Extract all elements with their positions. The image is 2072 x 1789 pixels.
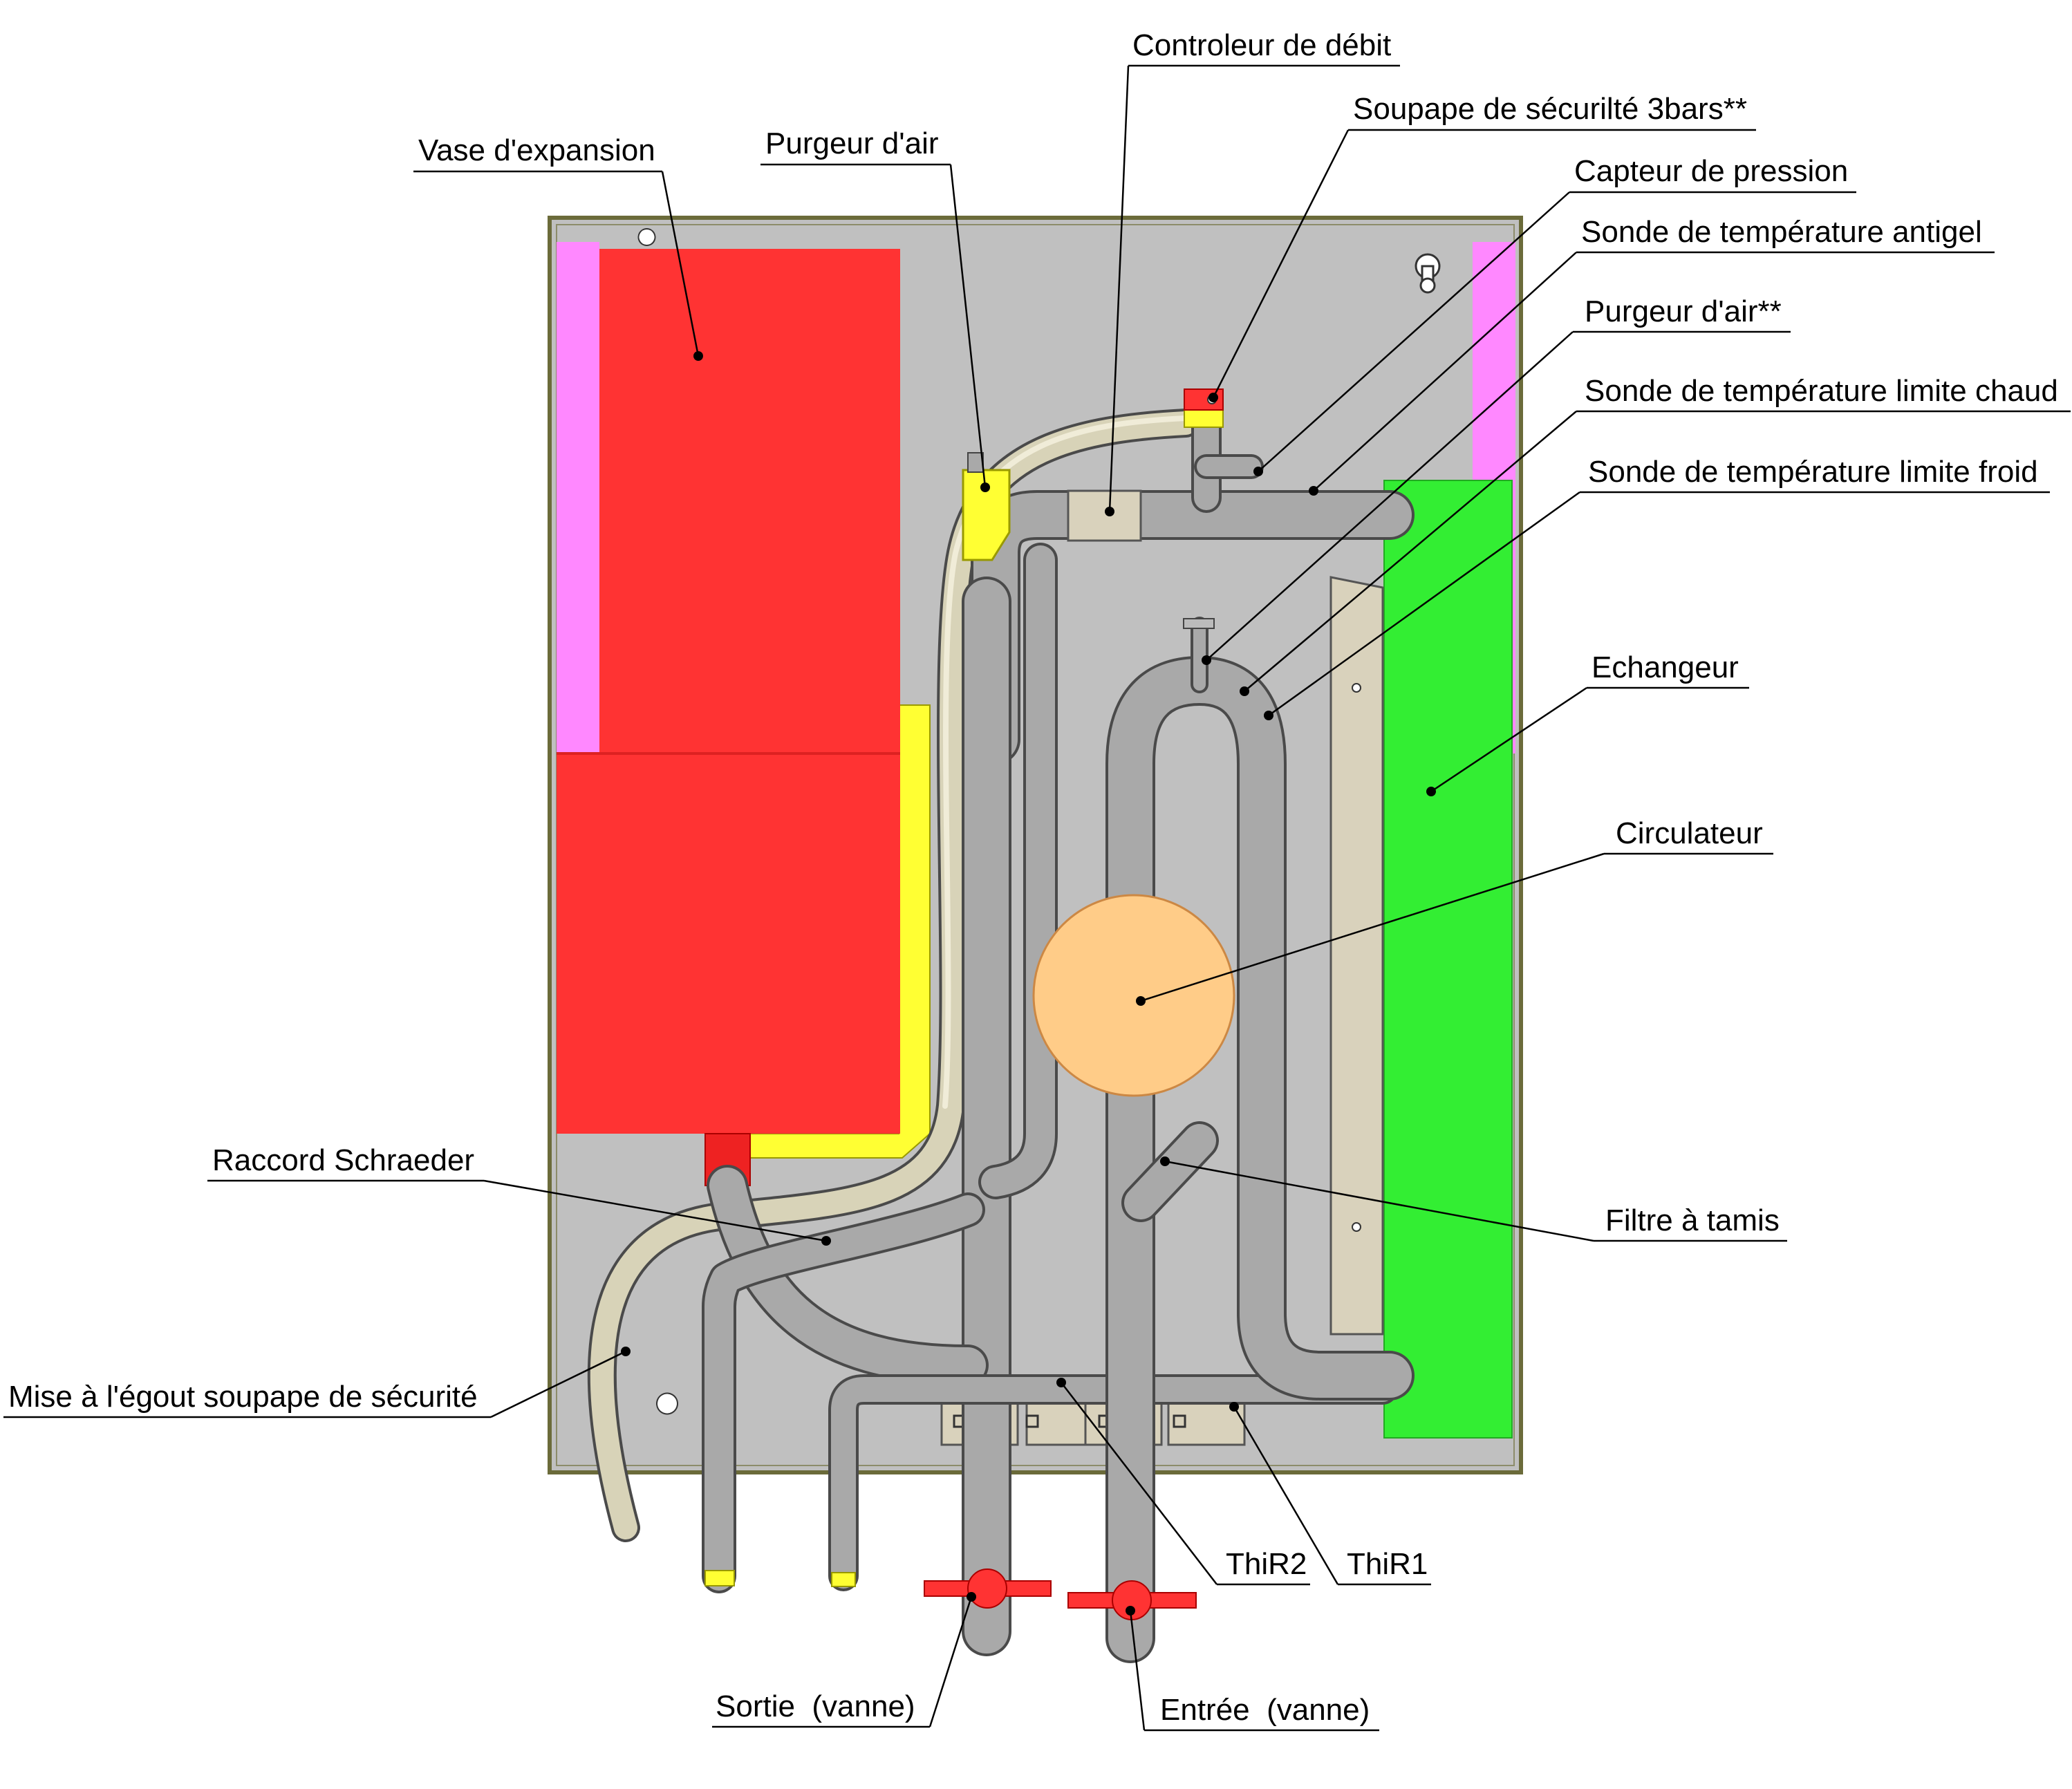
label-sonde-limite-froid: Sonde de température limite froid <box>1588 455 2038 489</box>
label-purgeur-air: Purgeur d'air <box>765 127 939 160</box>
expansion-tank <box>557 249 900 1186</box>
flow-controller <box>1067 489 1142 542</box>
circulator <box>1032 894 1235 1097</box>
label-soupape-securite: Soupape de sécurilté 3bars** <box>1353 92 1747 126</box>
label-raccord-schraeder: Raccord Schraeder <box>212 1143 474 1177</box>
label-sonde-antigel: Sonde de température antigel <box>1581 215 1982 249</box>
outlet-valve <box>924 1568 1052 1609</box>
label-thir1: ThiR1 <box>1347 1547 1428 1581</box>
label-circulateur: Circulateur <box>1616 816 1763 850</box>
label-sonde-limite-chaud: Sonde de température limite chaud <box>1585 374 2058 408</box>
label-echangeur: Echangeur <box>1592 650 1739 684</box>
labels: Vase d'expansion Purgeur d'air Controleu… <box>8 28 2058 1727</box>
pipe-end-left <box>704 1570 735 1586</box>
label-vase-expansion: Vase d'expansion <box>418 133 655 167</box>
label-filtre-tamis: Filtre à tamis <box>1605 1203 1780 1237</box>
keyhole-mount-bottom-left <box>656 1392 678 1415</box>
support-plate <box>1329 576 1384 1336</box>
label-capteur-pression: Capteur de pression <box>1574 154 1848 188</box>
inlet-valve <box>1067 1580 1197 1620</box>
label-purgeur-air-2: Purgeur d'air** <box>1585 294 1782 328</box>
keyhole-mount-left <box>637 228 656 246</box>
label-thir2: ThiR2 <box>1226 1547 1307 1581</box>
label-sortie-vanne: Sortie (vanne) <box>716 1689 915 1723</box>
air-purger-left <box>962 469 1011 561</box>
label-entree-vanne: Entrée (vanne) <box>1160 1693 1370 1727</box>
label-controleur-debit: Controleur de débit <box>1132 28 1391 62</box>
air-purger-cap <box>1183 618 1215 629</box>
insulation-left <box>557 242 599 753</box>
label-mise-egout: Mise à l'égout soupape de sécurité <box>8 1380 478 1414</box>
keyhole-mount-right <box>1415 253 1441 294</box>
leaders <box>3 64 2071 1732</box>
heat-exchanger <box>1383 480 1513 1439</box>
safety-valve <box>1184 388 1224 428</box>
pipe-end-mid <box>831 1572 856 1587</box>
